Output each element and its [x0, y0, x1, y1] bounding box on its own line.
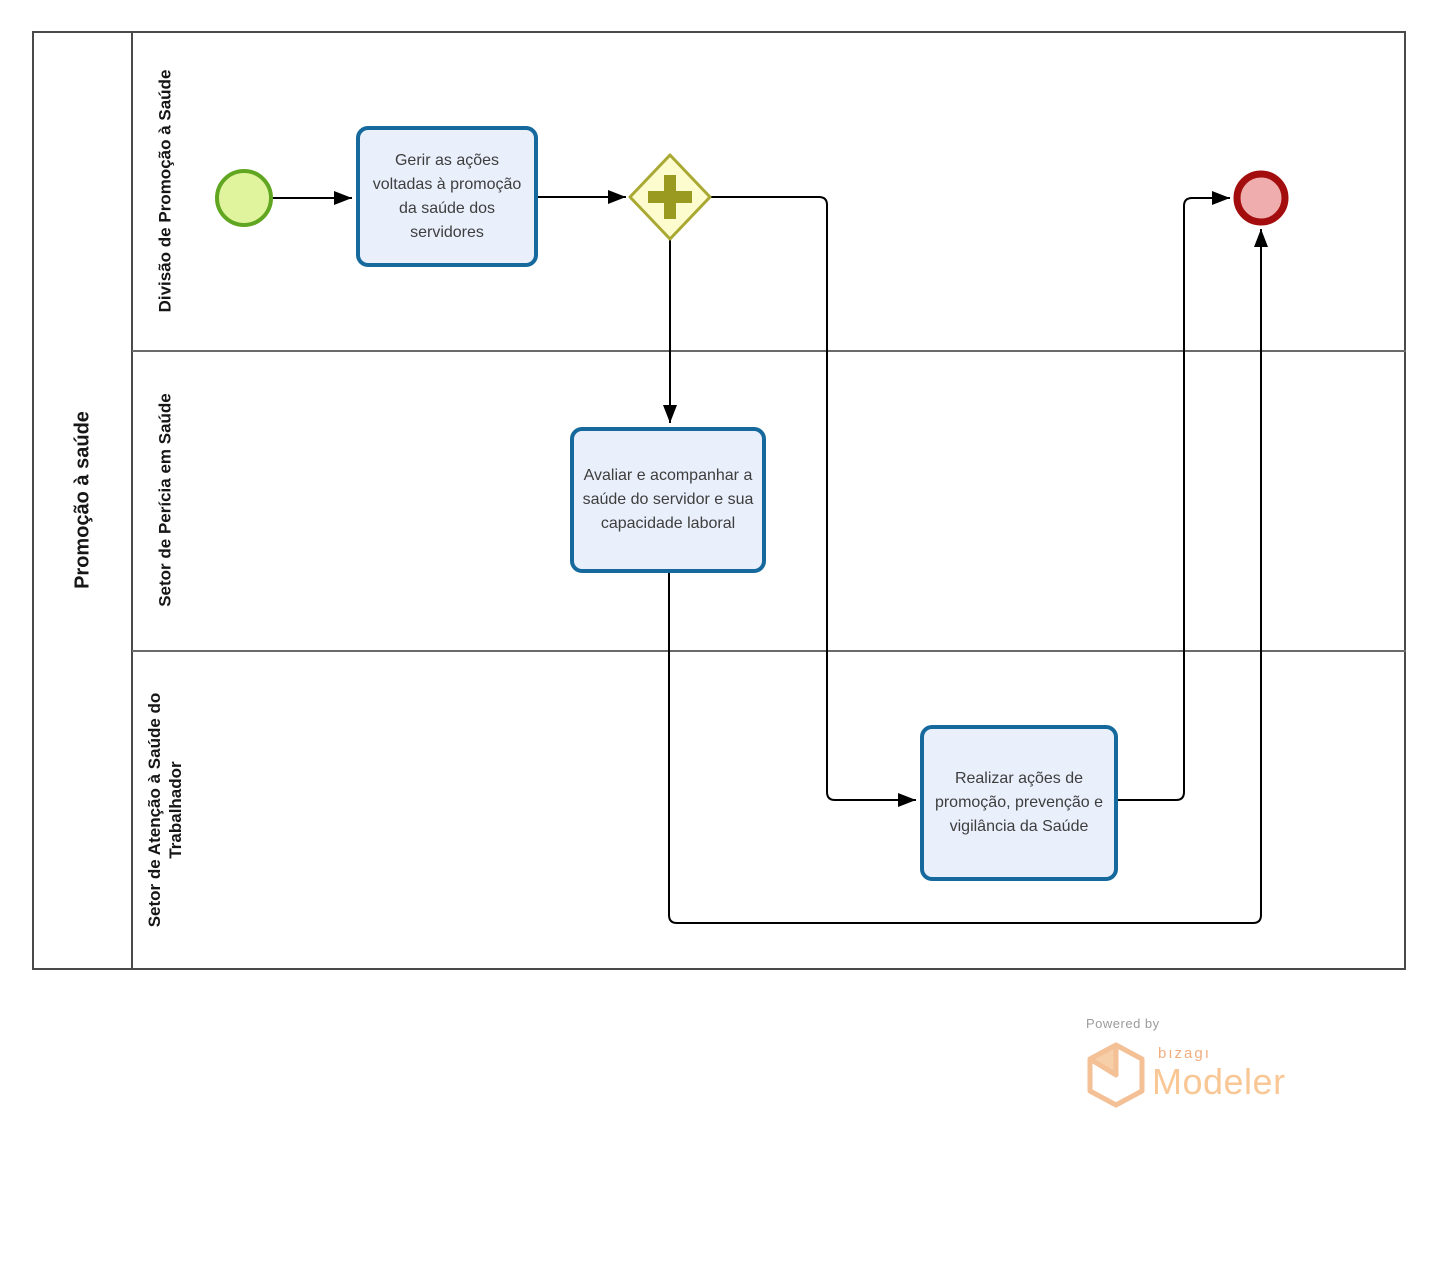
sequence-flow-realizar-to-end	[1118, 191, 1230, 801]
task-realizar-acoes-promocao: Realizar ações de promoção, prevenção e …	[920, 725, 1118, 881]
modeler-wordmark: Modeler	[1152, 1061, 1286, 1102]
task-gerir-acoes-promocao-saude: Gerir as ações voltadas à promoção da sa…	[356, 126, 538, 267]
pool-header-separator	[131, 31, 133, 970]
powered-by-text: Powered by	[1086, 1016, 1160, 1031]
bizagi-box-icon	[1087, 1042, 1145, 1108]
sequence-flow-avaliar-to-end	[668, 229, 1268, 924]
lane-separator-2	[132, 650, 1406, 652]
start-event	[215, 169, 273, 227]
bizagi-logo: Powered by bızagı Modeler	[1086, 1016, 1366, 1119]
task-avaliar-acompanhar-saude: Avaliar e acompanhar a saúde do servidor…	[570, 427, 766, 573]
end-event	[1233, 170, 1289, 226]
sequence-flow-gateway-to-realizar	[710, 196, 916, 807]
bizagi-wordmark: bızagı	[1158, 1045, 1211, 1062]
lane-separator-1	[132, 350, 1406, 352]
task-label: Realizar ações de promoção, prevenção e …	[934, 770, 1104, 835]
plus-icon	[648, 175, 692, 219]
pool-promocao-a-saude	[32, 31, 1406, 970]
task-label: Gerir as ações voltadas à promoção da sa…	[372, 151, 522, 241]
task-label: Avaliar e acompanhar a saúde do servidor…	[582, 467, 754, 532]
